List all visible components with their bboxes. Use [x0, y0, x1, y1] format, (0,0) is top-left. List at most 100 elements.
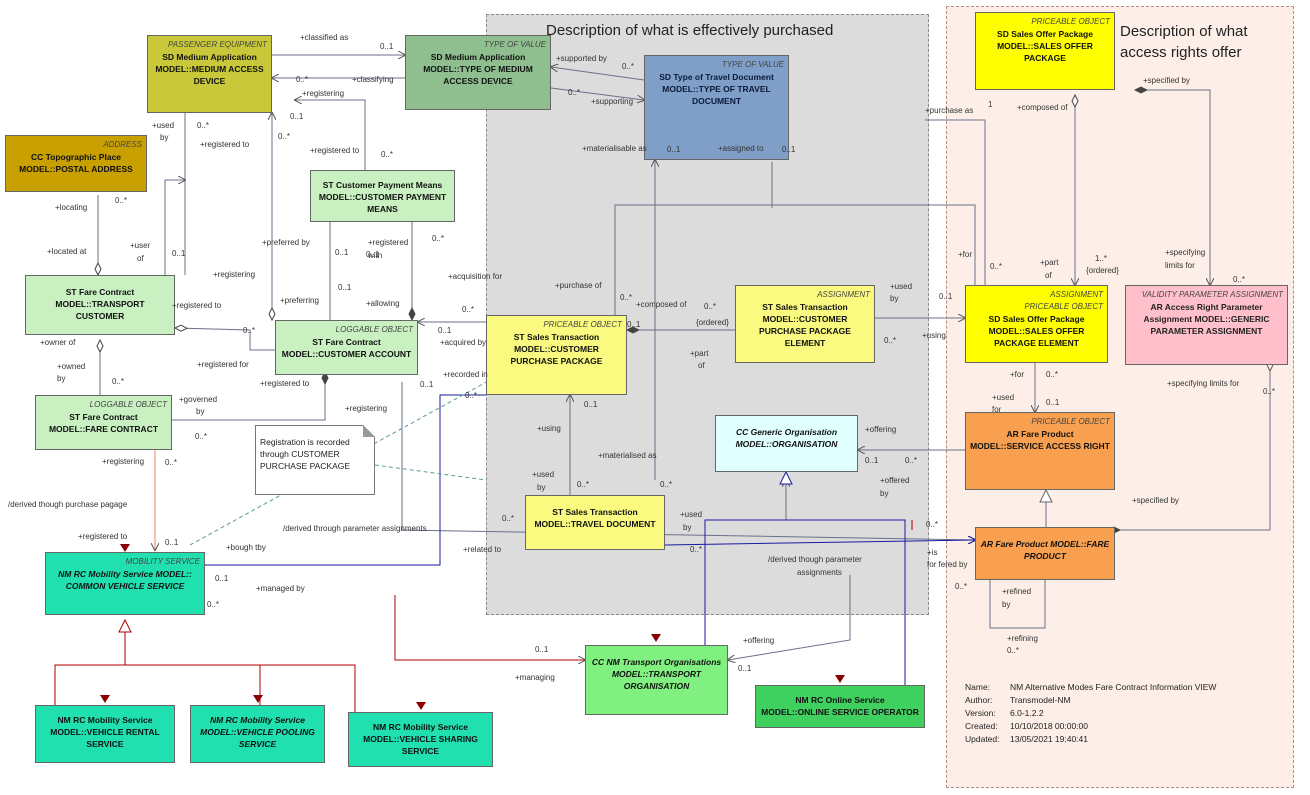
box-vehicle-sharing-service[interactable]: NM RC Mobility Service MODEL::VEHICLE SH… — [348, 712, 493, 767]
role-label: +specified by — [1143, 76, 1190, 85]
stereotype-label: ASSIGNMENT — [817, 290, 870, 299]
box-fare-product[interactable]: AR Fare Product MODEL::FARE PRODUCT — [975, 527, 1115, 580]
role-label: +composed of — [1017, 103, 1068, 112]
multiplicity: 0..1 — [1046, 398, 1060, 407]
box-name: ST Sales Transaction MODEL::TRAVEL DOCUM… — [534, 507, 656, 529]
box-name: SD Medium Application MODEL::TYPE OF MED… — [423, 52, 533, 86]
box-name: SD Sales Offer Package MODEL::SALES OFFE… — [988, 314, 1085, 348]
role-label: +registered to — [260, 379, 310, 388]
role-label: +refining — [1007, 634, 1038, 643]
role-label: +materialised as — [598, 451, 657, 460]
multiplicity: 0..* — [462, 305, 475, 314]
multiplicity: 0..1 — [338, 283, 352, 292]
role-label: +part — [1040, 258, 1059, 267]
box-name: NM RC Mobility Service MODEL:: COMMON VE… — [58, 569, 192, 591]
meta-key: Author: — [965, 695, 993, 705]
box-name: NM RC Online Service MODEL::ONLINE SERVI… — [761, 695, 919, 717]
box-transport-customer[interactable]: ST Fare Contract MODEL::TRANSPORT CUSTOM… — [25, 275, 175, 335]
role-label: +purchase of — [555, 281, 602, 290]
box-common-vehicle-service[interactable]: MOBILITY SERVICE NM RC Mobility Service … — [45, 552, 205, 615]
role-label: +owner of — [40, 338, 76, 347]
stereotype-label: PASSENGER EQUIPMENT — [168, 40, 267, 49]
box-customer-payment-means[interactable]: ST Customer Payment Means MODEL::CUSTOME… — [310, 170, 455, 222]
multiplicity: 0..1 — [738, 664, 752, 673]
box-fare-contract[interactable]: LOGGABLE OBJECT ST Fare Contract MODEL::… — [35, 395, 172, 450]
marker-icon — [120, 544, 130, 552]
box-vehicle-rental-service[interactable]: NM RC Mobility Service MODEL::VEHICLE RE… — [35, 705, 175, 763]
role-label: +managed by — [256, 584, 305, 593]
multiplicity: 0..1 — [172, 249, 186, 258]
box-type-of-travel-document[interactable]: TYPE OF VALUE SD Type of Travel Document… — [644, 55, 789, 160]
stereotype-label: PRICEABLE OBJECT — [1031, 17, 1110, 26]
marker-icon — [835, 675, 845, 683]
role-label: by — [57, 374, 66, 383]
note-fold-icon — [363, 425, 375, 437]
multiplicity: 0..1 — [535, 645, 549, 654]
marker-icon — [253, 695, 263, 703]
box-generic-organisation[interactable]: CC Generic Organisation MODEL::ORGANISAT… — [715, 415, 858, 472]
region-purchased-title: Description of what is effectively purch… — [546, 22, 834, 39]
multiplicity: 0..* — [1263, 387, 1276, 396]
meta-key: Name: — [965, 682, 991, 692]
meta-key: Version: — [965, 708, 996, 718]
role-label: +managing — [515, 673, 555, 682]
multiplicity: 0..1 — [627, 320, 641, 329]
role-label: +is — [927, 548, 938, 557]
role-label: +used — [680, 510, 703, 519]
box-travel-document[interactable]: ST Sales Transaction MODEL::TRAVEL DOCUM… — [525, 495, 665, 550]
meta-author-value: Transmodel-NM — [1010, 695, 1071, 705]
role-label: +registered to — [310, 146, 360, 155]
stereotype-label: PRICEABLE OBJECT — [543, 320, 622, 329]
role-label: by — [880, 489, 889, 498]
role-label: +registering — [102, 457, 145, 466]
role-label: {ordered} — [1086, 266, 1119, 275]
role-label: +used — [992, 393, 1015, 402]
box-service-access-right[interactable]: PRICEABLE OBJECT AR Fare Product MODEL::… — [965, 412, 1115, 490]
multiplicity: 0..1 — [366, 250, 380, 259]
role-label: +related to — [463, 545, 502, 554]
stereotype-label: ASSIGNMENT — [1050, 290, 1103, 299]
box-postal-address[interactable]: ADDRESS CC Topographic Place MODEL::POST… — [5, 135, 147, 192]
multiplicity: 0..* — [577, 480, 590, 489]
multiplicity: 0..* — [1046, 370, 1059, 379]
box-customer-purchase-package[interactable]: PRICEABLE OBJECT ST Sales Transaction MO… — [486, 315, 627, 395]
multiplicity: 0..* — [195, 432, 208, 441]
role-label: +offered — [880, 476, 910, 485]
meta-name-value: NM Alternative Modes Fare Contract Infor… — [1010, 682, 1217, 692]
box-sales-offer-package-element[interactable]: ASSIGNMENT PRICEABLE OBJECT SD Sales Off… — [965, 285, 1108, 363]
role-label: +locating — [55, 203, 88, 212]
box-validity-parameter-assignment[interactable]: VALIDITY PARAMETER ASSIGNMENT AR Access … — [1125, 285, 1288, 365]
box-name: SD Sales Offer Package MODEL::SALES OFFE… — [997, 29, 1093, 63]
role-label: of — [698, 361, 705, 370]
multiplicity: 0..* — [243, 326, 256, 335]
box-type-of-medium-access-device[interactable]: TYPE OF VALUE SD Medium Application MODE… — [405, 35, 551, 110]
stereotype-label: VALIDITY PARAMETER ASSIGNMENT — [1141, 290, 1283, 299]
role-label: +specifying limits for — [1167, 379, 1240, 388]
multiplicity: 0..* — [1233, 275, 1246, 284]
multiplicity: 0..* — [278, 132, 291, 141]
role-label: with — [368, 251, 383, 260]
box-name: AR Access Right Parameter Assignment MOD… — [1143, 302, 1270, 336]
role-label: +user — [130, 241, 151, 250]
stereotype-label: TYPE OF VALUE — [483, 40, 546, 49]
box-name: SD Type of Travel Document MODEL::TYPE O… — [659, 72, 774, 106]
box-customer-account[interactable]: LOGGABLE OBJECT ST Fare Contract MODEL::… — [275, 320, 418, 375]
role-label: +preferring — [280, 296, 319, 305]
role-label: +acquired by — [440, 338, 487, 347]
role-label: +acquisition for — [448, 272, 503, 281]
box-medium-access-device[interactable]: PASSENGER EQUIPMENT SD Medium Applicatio… — [147, 35, 272, 113]
box-vehicle-pooling-service[interactable]: NM RC Mobility Service MODEL::VEHICLE PO… — [190, 705, 325, 763]
box-name: ST Sales Transaction MODEL::CUSTOMER PUR… — [510, 332, 603, 366]
role-label: /derived though parameter — [768, 555, 862, 564]
box-name: AR Fare Product MODEL::FARE PRODUCT — [980, 539, 1110, 561]
box-customer-purchase-package-element[interactable]: ASSIGNMENT ST Sales Transaction MODEL::C… — [735, 285, 875, 363]
multiplicity: 0..* — [165, 458, 178, 467]
role-label: +registered for — [197, 360, 249, 369]
box-sales-offer-package[interactable]: PRICEABLE OBJECT SD Sales Offer Package … — [975, 12, 1115, 90]
role-label: +used — [890, 282, 913, 291]
role-label: +allowing — [366, 299, 400, 308]
box-transport-organisation[interactable]: CC NM Transport Organisations MODEL::TRA… — [585, 645, 728, 715]
box-online-service-operator[interactable]: NM RC Online Service MODEL::ONLINE SERVI… — [755, 685, 925, 728]
role-label: +specifying — [1165, 248, 1206, 257]
